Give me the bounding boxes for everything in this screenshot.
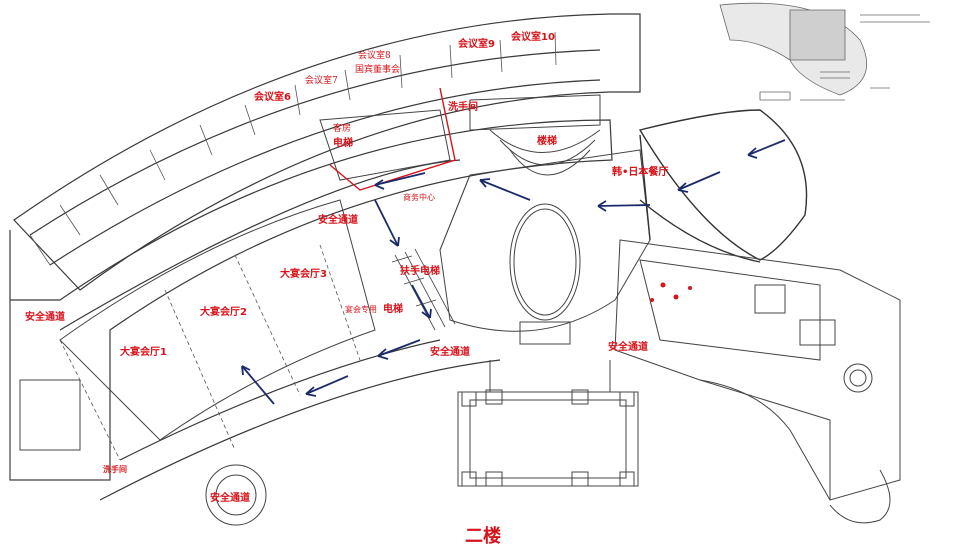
arrow-10 xyxy=(241,365,275,405)
label-meeting-9: 会议室9 xyxy=(458,39,495,50)
label-meeting-7: 会议室7 xyxy=(305,76,338,86)
label-guest-elevator-2: 电梯 xyxy=(333,138,353,149)
arrow-4 xyxy=(479,178,531,201)
ballroom-dividers xyxy=(59,244,361,461)
label-safety-left: 安全通道 xyxy=(25,312,65,323)
floor-title: 二楼 xyxy=(465,526,501,547)
arrow-3 xyxy=(597,200,651,212)
meeting-rooms xyxy=(29,31,557,266)
arrow-2 xyxy=(677,171,721,193)
label-safety-mid: 安全通道 xyxy=(318,215,358,226)
stair-drum xyxy=(9,300,267,526)
label-safety-right: 安全通道 xyxy=(608,342,648,353)
arrow-1 xyxy=(747,139,786,159)
label-ballroom-2: 大宴会厅2 xyxy=(200,307,247,318)
label-meeting-8: 会议室8 xyxy=(358,51,391,61)
label-restroom-top: 洗手间 xyxy=(448,102,478,113)
label-stairs: 楼梯 xyxy=(537,136,557,147)
label-banquet-elevator-2: 电梯 xyxy=(383,304,403,315)
right-wing xyxy=(614,239,901,524)
evacuation-arrows xyxy=(241,139,786,405)
label-escalator: 扶手电梯 xyxy=(400,266,440,277)
locator-map xyxy=(719,2,930,101)
business-outline xyxy=(329,87,456,191)
label-board-room: 国宾董事会 xyxy=(355,65,401,75)
arrow-7 xyxy=(411,284,432,319)
restaurant-structure xyxy=(638,109,808,263)
label-guest-elevator-1: 客房 xyxy=(333,124,352,134)
lobby-structure xyxy=(319,94,651,345)
markers xyxy=(650,282,692,302)
label-meeting-6: 会议室6 xyxy=(254,92,291,103)
label-restroom-bottom: 洗手间 xyxy=(103,465,127,474)
building-outline xyxy=(9,13,641,501)
label-ballroom-1: 大宴会厅1 xyxy=(120,347,167,358)
label-restaurant: 韩•日本餐厅 xyxy=(612,167,669,178)
arrow-8 xyxy=(377,339,421,360)
ballroom-walls xyxy=(59,199,376,441)
label-business-center: 商务中心 xyxy=(403,193,435,202)
entrance-canopy xyxy=(457,360,639,487)
arrow-6 xyxy=(374,199,400,247)
label-ballroom-3: 大宴会厅3 xyxy=(280,269,327,280)
arrow-5 xyxy=(374,172,426,190)
label-meeting-10: 会议室10 xyxy=(511,32,555,43)
label-safety-bottom: 安全通道 xyxy=(210,493,250,504)
label-safety-center: 安全通道 xyxy=(430,347,470,358)
label-banquet-elevator-1: 宴会专用 xyxy=(345,305,377,314)
arrow-9 xyxy=(305,375,349,397)
